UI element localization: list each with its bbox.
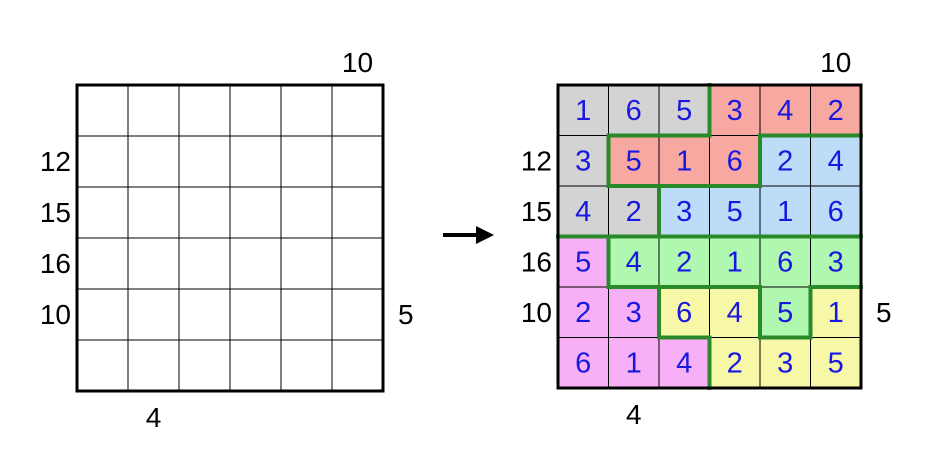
region-cell (608, 287, 659, 338)
region-cell (810, 236, 861, 287)
cell-digit: 2 (575, 297, 591, 329)
left-clue: 15 (521, 196, 552, 227)
left-clue: 16 (40, 248, 71, 279)
cell-digit: 2 (626, 196, 642, 228)
region-cell (608, 85, 659, 136)
cell-digit: 1 (676, 146, 692, 178)
region-cell (608, 186, 659, 237)
region-cell (709, 85, 760, 136)
right-arrow-icon (443, 226, 494, 244)
region-cell (709, 135, 760, 186)
bottom-clue: 4 (626, 399, 642, 430)
region-cell (810, 337, 861, 388)
right-clue: 5 (876, 297, 892, 328)
region-cell (659, 186, 710, 237)
region-cell (659, 287, 710, 338)
left-clue: 10 (40, 299, 71, 330)
cell-digit: 2 (676, 247, 692, 279)
cell-digit: 4 (727, 297, 743, 329)
region-cell (659, 85, 710, 136)
region-cell (760, 337, 811, 388)
region-cell (760, 287, 811, 338)
cell-digit: 4 (575, 196, 591, 228)
region-cell (558, 186, 609, 237)
cell-digit: 1 (626, 348, 642, 380)
region-cell (810, 135, 861, 186)
cell-digit: 6 (676, 297, 692, 329)
region-cell (709, 337, 760, 388)
cell-digit: 3 (727, 95, 743, 127)
top-clue: 10 (342, 47, 373, 78)
grid-frame (556, 83, 863, 390)
cell-digit: 3 (777, 348, 793, 380)
cell-digit: 1 (575, 95, 591, 127)
cell-digit: 6 (777, 247, 793, 279)
top-clue: 10 (820, 47, 851, 78)
cell-digit: 3 (676, 196, 692, 228)
cell-digit: 2 (828, 95, 844, 127)
region-cell (558, 236, 609, 287)
left-clue: 15 (40, 197, 71, 228)
cell-digit: 5 (828, 348, 844, 380)
region-cell (659, 135, 710, 186)
left-clue: 12 (40, 146, 71, 177)
region-cell (810, 85, 861, 136)
cell-digit: 3 (626, 297, 642, 329)
grid-frame (75, 83, 385, 393)
region-cell (558, 337, 609, 388)
cell-digit: 5 (727, 196, 743, 228)
cell-digit: 5 (626, 146, 642, 178)
region-cell (709, 287, 760, 338)
region-cell (659, 236, 710, 287)
cell-digit: 1 (777, 196, 793, 228)
cell-digit: 1 (727, 247, 743, 279)
region-cell (558, 135, 609, 186)
cell-digit: 3 (575, 146, 591, 178)
cell-digit: 1 (828, 297, 844, 329)
left-clue: 12 (521, 146, 552, 177)
region-cell (608, 337, 659, 388)
region-cell (709, 236, 760, 287)
region-cell (709, 186, 760, 237)
right-clue: 5 (398, 299, 414, 330)
cell-digit: 4 (626, 247, 642, 279)
cell-digit: 6 (828, 196, 844, 228)
region-cell (760, 135, 811, 186)
left-clue: 16 (521, 247, 552, 278)
region-cell (558, 287, 609, 338)
empty-puzzle: 10 4 12 15 16 10 5 (40, 47, 414, 433)
cell-digit: 5 (676, 95, 692, 127)
region-cell (558, 85, 609, 136)
cell-digit: 6 (626, 95, 642, 127)
bottom-clue: 4 (146, 402, 162, 433)
region-cell (760, 186, 811, 237)
cell-digit: 5 (575, 247, 591, 279)
cell-digit: 2 (727, 348, 743, 380)
cell-digit: 4 (777, 95, 793, 127)
cell-digit: 6 (727, 146, 743, 178)
region-cell (760, 85, 811, 136)
cell-digit: 5 (777, 297, 793, 329)
region-cell (810, 287, 861, 338)
cell-digit: 4 (828, 146, 844, 178)
region-cell (659, 337, 710, 388)
cell-digit: 6 (575, 348, 591, 380)
cell-digit: 3 (828, 247, 844, 279)
left-clue: 10 (521, 297, 552, 328)
region-cell (810, 186, 861, 237)
cell-digit: 2 (777, 146, 793, 178)
region-cell (608, 236, 659, 287)
region-cell (608, 135, 659, 186)
region-cell (760, 236, 811, 287)
cell-digit: 4 (676, 348, 692, 380)
